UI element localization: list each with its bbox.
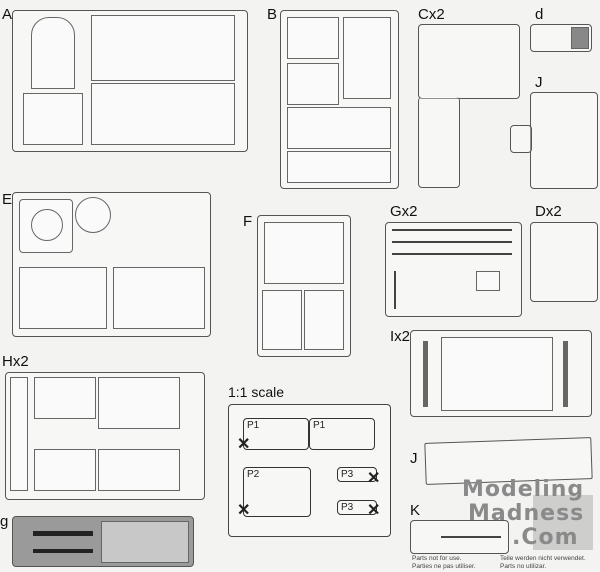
scale-part-p3: P3 [337, 500, 377, 515]
sprue-j [530, 92, 598, 189]
part [98, 377, 180, 429]
sprue-d [530, 24, 592, 52]
sprue-label-c: Cx2 [418, 6, 445, 23]
part [75, 197, 111, 233]
cut-mark-icon: ✕ [237, 436, 251, 453]
note-line: Parts not for use. [412, 555, 462, 562]
sprue-label-d: d [535, 6, 544, 23]
sprue-label-h: Hx2 [2, 353, 29, 370]
sprue-label-j2: J [410, 450, 418, 467]
watermark-line2: Madness [468, 501, 585, 526]
track-part [563, 341, 568, 407]
part [392, 241, 512, 243]
part [101, 521, 189, 563]
sprue-k [410, 520, 509, 554]
note-line: Teile werden nicht verwendet. [500, 555, 586, 562]
sprue-b [280, 10, 399, 189]
sprue-label-i: Ix2 [390, 328, 411, 345]
part [91, 83, 235, 145]
sprue-label-g: g [0, 513, 9, 530]
sprue-c [418, 24, 520, 99]
sprue-label-k: K [410, 502, 421, 519]
scale-part-p3: P3 [337, 467, 377, 482]
part [31, 17, 75, 89]
sprue-label-d2: Dx2 [535, 203, 562, 220]
part [287, 17, 339, 59]
part [34, 449, 96, 491]
sprue-e [12, 192, 211, 337]
sprue-a [12, 10, 248, 152]
part [571, 27, 589, 49]
part [113, 267, 205, 329]
watermark-block [533, 495, 593, 550]
sprue-label-e: E [2, 191, 13, 208]
scale-box: P1 P1 P2 P3 P3 ✕ ✕ ✕ ✕ [228, 404, 391, 537]
cut-mark-icon: ✕ [367, 470, 381, 487]
part [23, 93, 83, 145]
part [287, 151, 391, 183]
part [34, 377, 96, 419]
scale-title: 1:1 scale [228, 384, 285, 400]
sprue-g2 [385, 222, 522, 317]
part [287, 107, 391, 149]
sprue-label-g2: Gx2 [390, 203, 418, 220]
watermark-line1: Modeling [462, 477, 585, 502]
part [98, 449, 180, 491]
sprue-d2 [530, 222, 598, 302]
part [343, 17, 391, 99]
cut-mark-icon: ✕ [237, 502, 251, 519]
sprue-h [5, 372, 205, 500]
part [394, 271, 396, 309]
scale-part-p1: P1 [309, 418, 375, 450]
part [91, 15, 235, 81]
sprue-f [257, 215, 351, 357]
sprue-label-b: B [267, 6, 278, 23]
note-line: Parties ne pas utiliser. [412, 563, 476, 570]
part [33, 531, 93, 536]
sprue-label-a: A [2, 6, 13, 23]
part [262, 290, 302, 350]
sprue-label-j: J [535, 74, 543, 91]
part [476, 271, 500, 291]
sprue-i [410, 330, 592, 417]
scale-part-p1: P1 [243, 418, 309, 450]
part [19, 267, 107, 329]
part [392, 229, 512, 231]
track-part [423, 341, 428, 407]
part [287, 63, 339, 105]
part [304, 290, 344, 350]
note-line: Parts no utilizar. [500, 563, 547, 570]
watermark-line3: .Com [512, 525, 579, 550]
part [441, 536, 501, 538]
part [10, 377, 28, 491]
sprue-j-tab [510, 125, 532, 153]
part [264, 222, 344, 284]
part [392, 253, 512, 255]
part [31, 209, 63, 241]
scale-part-p2: P2 [243, 467, 311, 517]
part [33, 549, 93, 553]
sprue-label-f: F [243, 213, 253, 230]
part [441, 337, 553, 411]
sprue-c-lower [418, 97, 460, 188]
cut-mark-icon: ✕ [367, 502, 381, 519]
sprue-g [12, 516, 194, 567]
